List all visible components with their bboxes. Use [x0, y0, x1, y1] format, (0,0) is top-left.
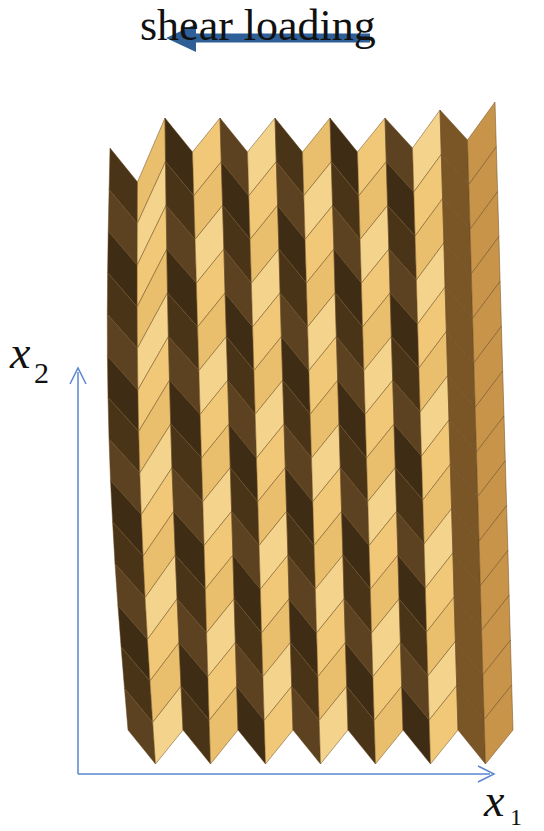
axis-symbol: x: [484, 778, 504, 824]
axis-subscript: 1: [510, 805, 522, 829]
miura-sheet: [107, 102, 513, 764]
origami-facet: [125, 688, 156, 764]
origami-facet: [429, 686, 458, 764]
axis-subscript: 2: [34, 358, 49, 388]
origami-facet: [347, 686, 376, 764]
origami-facet: [374, 686, 403, 764]
origami-facet: [402, 686, 431, 764]
origami-facet: [181, 686, 211, 764]
x1-axis: [78, 773, 490, 775]
origami-facet: [457, 686, 486, 764]
origami-facet: [264, 686, 293, 764]
origami-facet: [237, 686, 266, 764]
origami-facet: [319, 686, 348, 764]
origami-facet: [209, 686, 238, 764]
x2-axis-head: [70, 368, 86, 384]
origami-facet: [484, 685, 513, 764]
origami-facet: [292, 686, 321, 764]
x2-axis: [77, 372, 79, 774]
load-label: shear loading: [140, 4, 376, 48]
axis-symbol: x: [10, 330, 30, 376]
origami-facet: [153, 686, 183, 764]
